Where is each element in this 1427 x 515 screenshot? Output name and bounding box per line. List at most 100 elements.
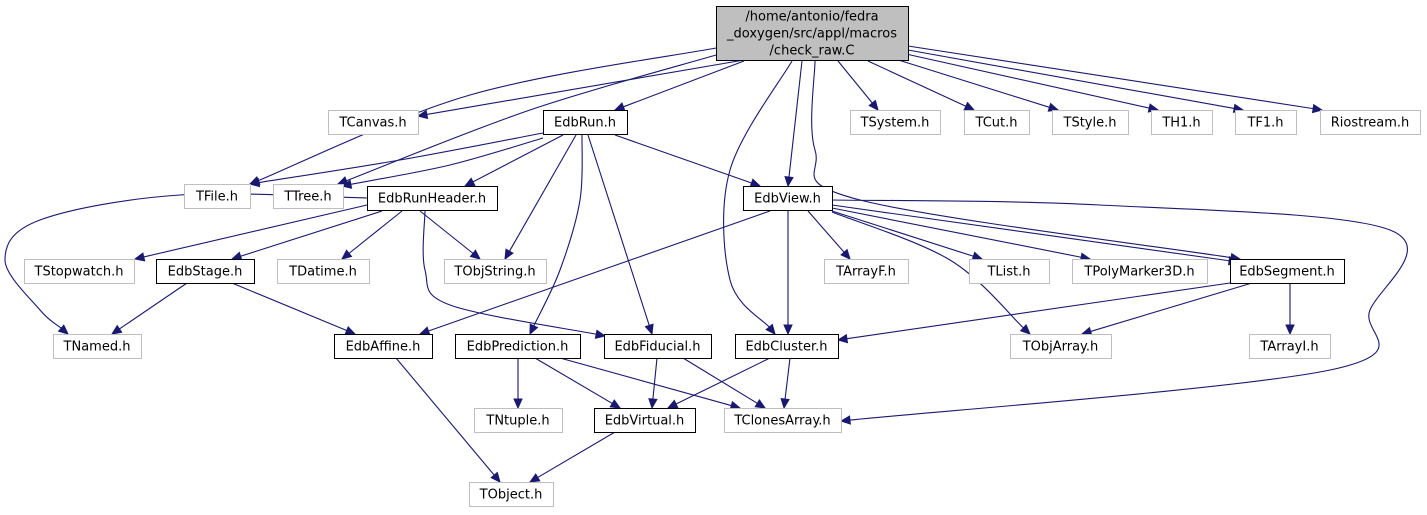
node-tfile: TFile.h	[184, 184, 251, 209]
edge-line	[426, 59, 745, 116]
node-label: TSystem.h	[860, 116, 930, 131]
node-edbfiducial[interactable]: EdbFiducial.h	[604, 334, 712, 359]
node-edbvirtual[interactable]: EdbVirtual.h	[594, 408, 696, 433]
arrowhead	[504, 248, 514, 261]
node-box	[1052, 110, 1129, 135]
edge-line	[346, 54, 717, 182]
arrowhead	[609, 399, 622, 409]
node-box	[1249, 334, 1331, 359]
node-edbrun[interactable]: EdbRun.h	[543, 110, 628, 135]
node-box	[1230, 259, 1345, 284]
node-riostream: Riostream.h	[1320, 110, 1421, 135]
edge-line	[537, 431, 616, 478]
node-edbprediction[interactable]: EdbPrediction.h	[455, 334, 581, 359]
edge-edbview-to-tpolymarker3d	[831, 207, 1092, 262]
arrowhead	[666, 399, 679, 409]
node-box	[455, 334, 581, 359]
node-box	[334, 334, 433, 359]
edge-edbfiducial-to-tclonesarray	[682, 357, 767, 409]
edge-edbrunheader-to-tdatime	[341, 210, 403, 260]
node-label: EdbFiducial.h	[614, 340, 700, 355]
node-label: TCanvas.h	[338, 116, 406, 131]
node-box	[743, 186, 833, 211]
node-box	[1151, 110, 1213, 135]
node-label: Riostream.h	[1331, 116, 1410, 131]
edge-line	[788, 60, 803, 178]
edge-line	[350, 137, 544, 185]
edge-edbfiducial-to-edbvirtual	[648, 357, 658, 410]
node-tcut: TCut.h	[964, 110, 1030, 135]
node-label: EdbCluster.h	[745, 340, 827, 355]
arrowhead	[57, 324, 69, 335]
arrowhead	[416, 109, 429, 120]
edge-root-to-edbcluster	[723, 60, 793, 335]
node-label: TStyle.h	[1063, 116, 1117, 131]
edge-root-to-tcanvas	[416, 59, 745, 120]
edge-line	[682, 357, 758, 404]
node-box	[604, 334, 712, 359]
node-tlist: TList.h	[969, 259, 1050, 284]
node-box	[444, 259, 547, 284]
node-box	[543, 110, 628, 135]
edge-line	[419, 210, 474, 254]
edge-line	[119, 282, 188, 330]
edge-edbrunheader-to-tobjstring	[419, 210, 481, 260]
node-tdatime: TDatime.h	[277, 259, 370, 284]
node-label: TArrayI.h	[1259, 340, 1318, 355]
edge-root-to-tsystem	[837, 60, 879, 111]
node-box	[24, 259, 135, 284]
node-box	[735, 334, 839, 359]
node-ttree: TTree.h	[273, 184, 344, 209]
arrowhead	[971, 251, 984, 261]
arrowhead	[418, 326, 431, 336]
node-tstopwatch: TStopwatch.h	[24, 259, 135, 284]
node-edbcluster[interactable]: EdbCluster.h	[735, 334, 839, 359]
node-root[interactable]: /home/antonio/fedra_doxygen/src/appl/mac…	[716, 6, 909, 61]
node-label: EdbRunHeader.h	[378, 192, 486, 207]
edge-root-to-tstyle	[891, 57, 1060, 112]
node-edbstage[interactable]: EdbStage.h	[156, 259, 255, 284]
node-label: EdbSegment.h	[1239, 265, 1335, 280]
node-tntuple: TNtuple.h	[474, 408, 563, 433]
node-label: EdbView.h	[754, 192, 821, 207]
node-label: TObjString.h	[453, 265, 535, 280]
edge-edbrun-to-tfile	[248, 132, 544, 188]
node-box	[716, 6, 909, 61]
edge-line	[807, 210, 845, 253]
edge-edbview-to-tarrayf	[807, 210, 851, 260]
node-box	[474, 408, 563, 433]
edge-line	[846, 282, 1231, 340]
node-label: TDatime.h	[288, 265, 357, 280]
node-label: TFile.h	[195, 190, 238, 205]
arrowhead	[836, 333, 849, 344]
arrowhead	[341, 249, 353, 260]
node-label: EdbStage.h	[168, 265, 243, 280]
edge-root-to-tfile	[248, 47, 717, 185]
node-box	[469, 482, 554, 507]
edge-line	[905, 53, 1150, 109]
edge-line	[652, 357, 658, 400]
edge-line	[428, 210, 771, 332]
arrowhead	[344, 325, 357, 335]
edge-line	[348, 210, 403, 254]
edge-line	[534, 357, 613, 404]
arrowhead	[463, 177, 476, 187]
edge-edbrunheader-to-tstopwatch	[133, 204, 368, 262]
edge-line	[395, 357, 495, 476]
edge-edbrunheader-to-edbstage	[230, 210, 383, 261]
edge-edbview-to-edbcluster	[783, 211, 793, 336]
arrowhead	[749, 178, 762, 188]
arrowhead	[133, 252, 146, 262]
node-label: TCut.h	[975, 116, 1018, 131]
node-edbrunheader[interactable]: EdbRunHeader.h	[367, 186, 498, 211]
arrowhead	[248, 177, 261, 188]
arrowhead	[1019, 324, 1031, 335]
node-edbsegment[interactable]: EdbSegment.h	[1230, 259, 1345, 284]
edge-line	[891, 57, 1050, 108]
edge-edbrun-to-edbrunheader	[463, 134, 564, 187]
node-box	[328, 110, 419, 135]
node-tcanvas: TCanvas.h	[328, 110, 419, 135]
node-edbaffine[interactable]: EdbAffine.h	[334, 334, 433, 359]
node-edbview[interactable]: EdbView.h	[743, 186, 833, 211]
edge-line	[723, 60, 793, 328]
